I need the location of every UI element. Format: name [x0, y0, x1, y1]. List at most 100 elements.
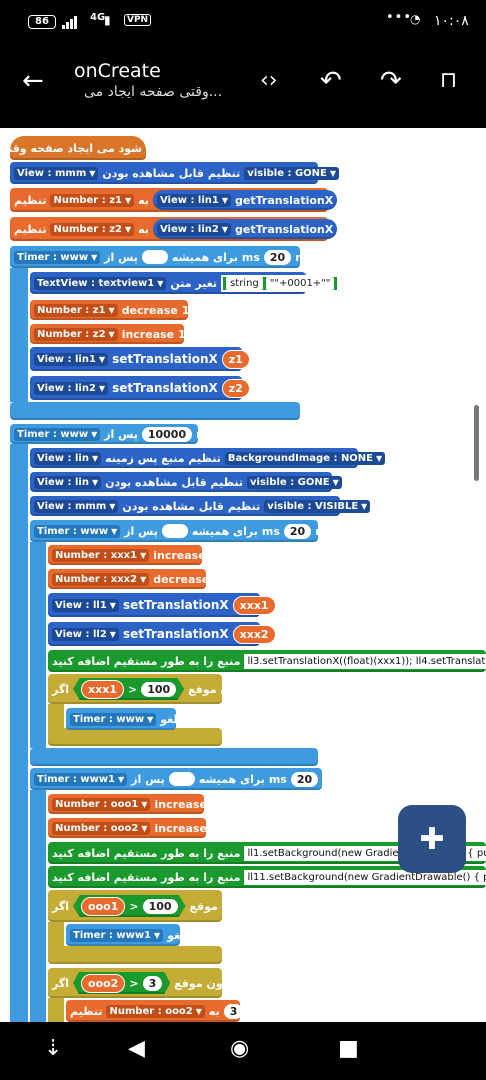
redo-icon[interactable]: ↷ [380, 66, 402, 96]
add-source-block[interactable]: منبع را به طور مستقیم اضافه کنید ll3.set… [48, 650, 486, 672]
add-source-block[interactable]: منبع را به طور مستقیم اضافه کنید ll11.se… [48, 866, 486, 888]
period-input[interactable]: 20 [263, 249, 292, 265]
variable-dropdown[interactable]: Number : ooo1▼ [52, 797, 151, 811]
set-translation-block[interactable]: View : lin1▼ setTranslationX z1 [30, 347, 250, 371]
property-dropdown[interactable]: visible : GONE▼ [247, 475, 342, 489]
argument-variable[interactable]: xxx1 [232, 595, 276, 615]
timer-dropdown[interactable]: Timer : www1▼ [70, 928, 164, 942]
back-arrow-icon[interactable]: ← [22, 66, 44, 96]
set-visibility-block[interactable]: View : lin▼ تنظیم قابل مشاهده بودن visib… [30, 472, 342, 492]
set-visibility-block[interactable]: View : mmm▼ تنظیم قابل مشاهده بودن visib… [10, 162, 340, 184]
compare-value[interactable]: 100 [142, 898, 178, 914]
set-text-block[interactable]: TextView : textview1▼ تغیر متن string""+… [30, 272, 340, 294]
delay-input[interactable] [168, 772, 195, 786]
nav-assistant-icon[interactable]: ⇣ [44, 1036, 63, 1061]
variable-dropdown[interactable]: Number : z2▼ [50, 222, 135, 236]
cancel-timer-block[interactable]: Timer : www▼ لغو [66, 708, 177, 730]
timer-dropdown[interactable]: Timer : www▼ [34, 524, 121, 538]
timer-dropdown[interactable]: Timer : www1▼ [34, 772, 128, 786]
timer-block[interactable]: Timer : www▼ پس از 10000 ms [10, 424, 214, 444]
scrollbar[interactable] [474, 405, 479, 481]
delay-input[interactable] [161, 524, 188, 538]
variable-dropdown[interactable]: Number : z2▼ [34, 327, 118, 341]
timer-dropdown[interactable]: Timer : www▼ [14, 427, 101, 441]
blocks-canvas[interactable]: شود می ایجاد صفحه وقتی View : mmm▼ تنظیم… [0, 128, 486, 1022]
component-dropdown[interactable]: View : mmm▼ [14, 166, 99, 180]
value-input[interactable]: 3 [223, 1003, 244, 1019]
argument-variable[interactable]: xxx2 [232, 624, 276, 644]
cancel-timer-block[interactable]: Timer : www1▼ لغو [66, 924, 184, 946]
component-dropdown[interactable]: View : mmm▼ [34, 499, 119, 513]
code-input[interactable]: ll11.setBackground(new GradientDrawable(… [244, 869, 486, 885]
variable-dropdown[interactable]: Number : ooo2▼ [52, 821, 151, 835]
component-dropdown[interactable]: View : lin2▼ [156, 222, 232, 236]
set-number-block[interactable]: تنظیم Number : z1▼ به View : lin1▼getTra… [10, 188, 338, 212]
puzzle-icon[interactable]: ✚ [398, 805, 466, 873]
component-dropdown[interactable]: View : ll2▼ [52, 627, 119, 641]
bookmark-icon[interactable]: ⊓ [440, 68, 458, 93]
compare-variable[interactable]: ooo1 [81, 896, 126, 916]
decrease-block[interactable]: Number : xxx2▼ decrease 1 [48, 569, 221, 589]
set-visibility-block[interactable]: View : mmm▼ تنظیم قابل مشاهده بودن visib… [30, 496, 371, 516]
comparison-block[interactable]: ooo1>100 [73, 895, 186, 917]
property-dropdown[interactable]: BackgroundImage : NONE▼ [224, 451, 386, 465]
compare-value[interactable]: 3 [142, 975, 163, 991]
undo-icon[interactable]: ↶ [320, 66, 342, 96]
if-block[interactable]: اگر ooo2>3 اون موقع [48, 968, 226, 998]
timer-dropdown[interactable]: Timer : www▼ [70, 712, 157, 726]
variable-dropdown[interactable]: Number : z1▼ [34, 303, 118, 317]
variable-dropdown[interactable]: Number : ooo2▼ [106, 1004, 205, 1018]
property-dropdown[interactable]: visible : GONE▼ [244, 166, 340, 180]
code-input[interactable]: ll3.setTranslationX((float)(xxx1)); ll4.… [244, 653, 486, 669]
increase-block[interactable]: Number : ooo1▼ increase 1 [48, 794, 218, 814]
variable-dropdown[interactable]: Number : xxx1▼ [52, 548, 150, 562]
comparison-block[interactable]: ooo2>3 [73, 972, 171, 994]
compare-value[interactable]: 100 [141, 681, 177, 697]
string-value[interactable]: ""+0001+"" [265, 276, 335, 290]
nav-back-icon[interactable]: ◀ [128, 1036, 145, 1061]
event-hat-block[interactable]: شود می ایجاد صفحه وقتی [0, 136, 146, 160]
argument-variable[interactable]: z1 [221, 349, 250, 369]
string-block[interactable]: string""+0001+"" [221, 274, 340, 292]
increase-block[interactable]: Number : z2▼ increase 1 [30, 324, 186, 344]
variable-label: Number : z1 [37, 304, 106, 316]
if-block[interactable]: اگر xxx1>100 اون موقع [48, 674, 240, 704]
argument-variable[interactable]: z2 [221, 378, 250, 398]
get-translation-block[interactable]: View : lin2▼getTranslationX [152, 219, 338, 239]
set-number-block[interactable]: تنظیم Number : ooo2▼ به 3 [66, 1000, 244, 1022]
code-view-icon[interactable]: ‹› [260, 68, 278, 93]
nav-recents-icon[interactable]: ■ [338, 1036, 359, 1061]
component-dropdown[interactable]: View : lin1▼ [34, 352, 109, 366]
variable-dropdown[interactable]: Number : z1▼ [50, 193, 135, 207]
if-block[interactable]: اگر ooo1>100 اون موقع [48, 890, 242, 922]
timer-dropdown[interactable]: Timer : www▼ [14, 250, 101, 264]
variable-dropdown[interactable]: Number : xxx2▼ [52, 572, 150, 586]
increase-block[interactable]: Number : xxx1▼ increase 1 [48, 545, 217, 565]
delay-input[interactable]: 10000 [141, 426, 193, 442]
get-translation-block[interactable]: View : lin1▼getTranslationX [152, 190, 338, 210]
timer-block[interactable]: Timer : www▼ پس از برای همیشه ms 20 ms [30, 520, 333, 542]
compare-variable[interactable]: xxx1 [81, 679, 124, 699]
compare-variable[interactable]: ooo2 [81, 973, 126, 993]
component-dropdown[interactable]: View : ll1▼ [52, 598, 119, 612]
increase-block[interactable]: Number : ooo2▼ increase 1 [48, 818, 218, 838]
period-input[interactable]: 20 [283, 523, 312, 539]
component-dropdown[interactable]: View : lin1▼ [156, 193, 232, 207]
property-dropdown[interactable]: visible : VISIBLE▼ [264, 499, 371, 513]
timer-block[interactable]: Timer : www▼ پس از برای همیشه ms 20 ms [10, 246, 313, 268]
set-translation-block[interactable]: View : lin2▼ setTranslationX z2 [30, 376, 250, 400]
timer-block[interactable]: Timer : www1▼ پس از برای همیشه ms 20 ms [30, 768, 340, 790]
set-translation-block[interactable]: View : ll1▼ setTranslationX xxx1 [48, 593, 276, 617]
component-dropdown[interactable]: View : lin▼ [34, 451, 102, 465]
nav-home-icon[interactable]: ◉ [230, 1036, 250, 1061]
set-translation-block[interactable]: View : ll2▼ setTranslationX xxx2 [48, 622, 276, 646]
set-number-block[interactable]: تنظیم Number : z2▼ به View : lin2▼getTra… [10, 217, 338, 241]
period-input[interactable]: 20 [290, 771, 319, 787]
decrease-block[interactable]: Number : z1▼ decrease 1 [30, 300, 189, 320]
component-dropdown[interactable]: View : lin2▼ [34, 381, 109, 395]
set-background-block[interactable]: View : lin▼ تنظیم منبع پس زمینه Backgrou… [30, 448, 386, 468]
component-dropdown[interactable]: TextView : textview1▼ [34, 276, 167, 290]
component-dropdown[interactable]: View : lin▼ [34, 475, 102, 489]
comparison-block[interactable]: xxx1>100 [73, 678, 185, 700]
delay-input[interactable] [141, 250, 168, 264]
